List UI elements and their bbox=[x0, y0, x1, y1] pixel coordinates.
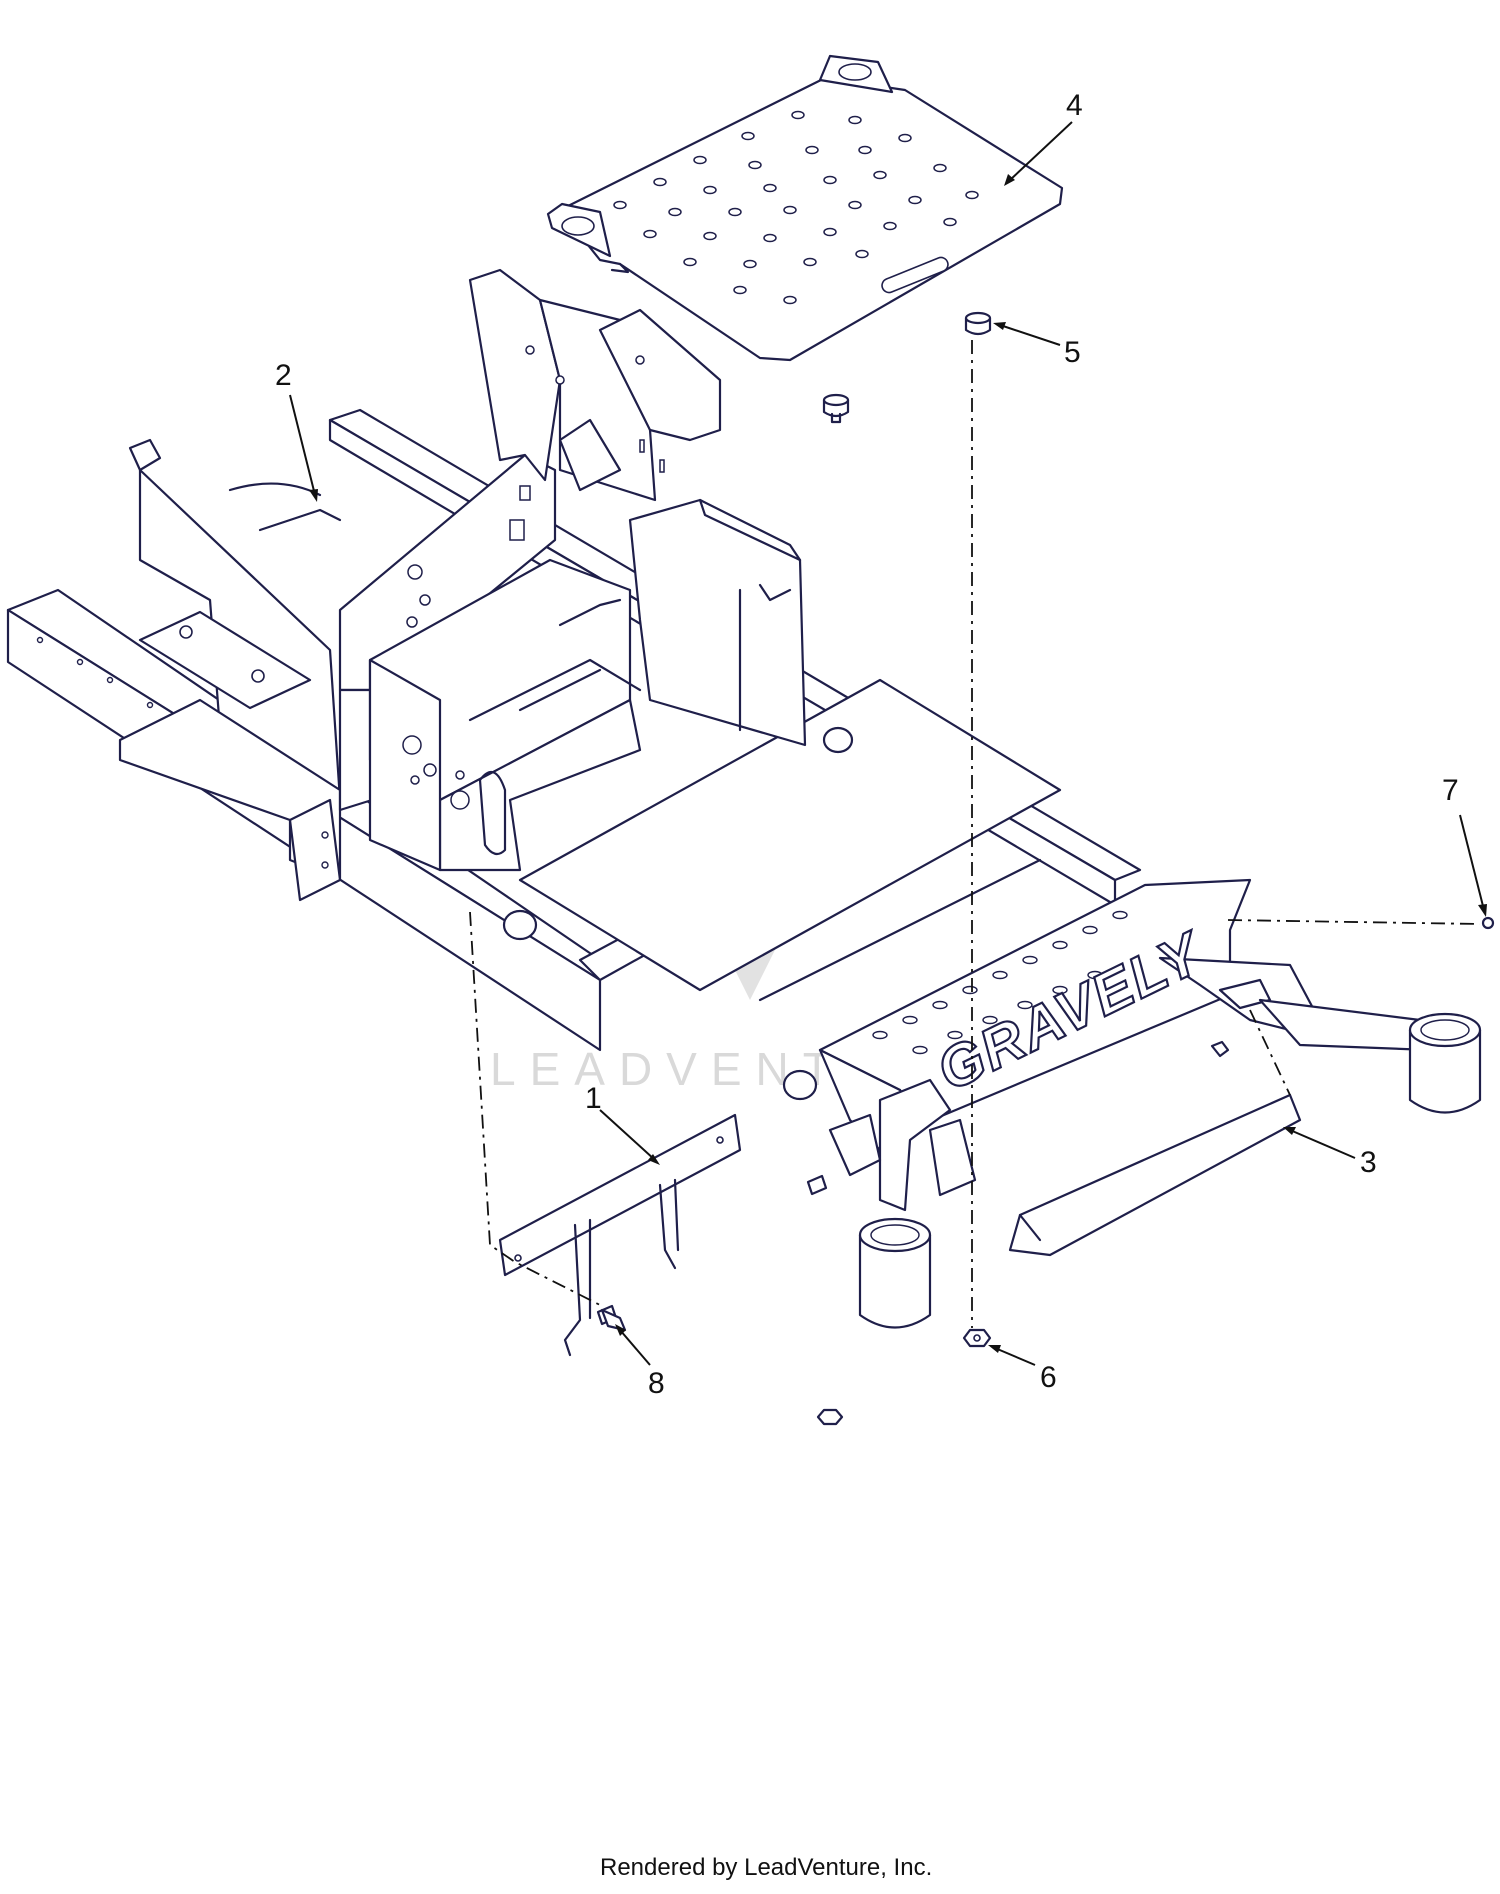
part-2-main-frame bbox=[6, 268, 1142, 1101]
callouts: 1 2 3 4 5 6 7 8 bbox=[275, 89, 1487, 1400]
assembly-lines bbox=[469, 340, 1481, 1328]
part-5-bumpers bbox=[822, 311, 992, 424]
hardware bbox=[596, 916, 1495, 1426]
callout-5-label: 5 bbox=[1064, 336, 1081, 369]
part-1-bracket bbox=[498, 1113, 742, 1357]
callout-8-label: 8 bbox=[648, 1367, 665, 1400]
callout-4-label: 4 bbox=[1066, 89, 1083, 122]
callout-6-label: 6 bbox=[1040, 1361, 1057, 1394]
part-front-nose: GRAVELY bbox=[818, 878, 1482, 1329]
part-4-floor-plate bbox=[546, 54, 1064, 362]
callout-2-label: 2 bbox=[275, 359, 292, 392]
part-3-bar bbox=[1008, 1093, 1302, 1257]
callout-7-label: 7 bbox=[1442, 774, 1459, 807]
callout-3-label: 3 bbox=[1360, 1146, 1377, 1179]
callout-1-label: 1 bbox=[585, 1082, 602, 1115]
footer-credit: Rendered by LeadVenture, Inc. bbox=[600, 1854, 932, 1881]
